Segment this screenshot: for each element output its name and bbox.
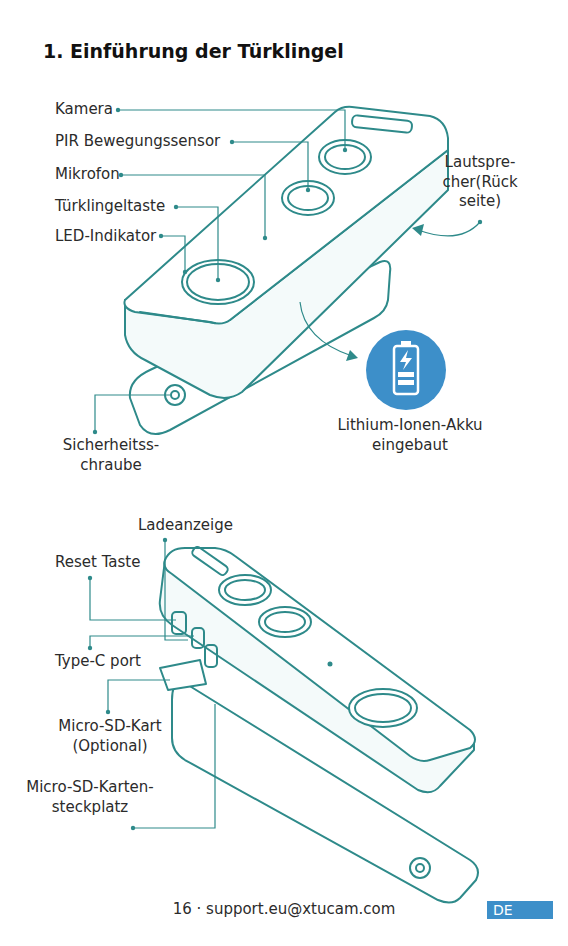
part-label: Kamera <box>55 100 113 120</box>
part-label: Lautspre- cher(Rück seite) <box>432 153 528 212</box>
part-label: Micro-SD-Karten- steckplatz <box>14 778 166 817</box>
part-label: Sicherheitss- chraube <box>50 436 172 475</box>
part-label: PIR Bewegungssensor <box>55 132 220 152</box>
part-label: Type-C port <box>55 652 141 672</box>
language-tag: DE <box>487 901 553 919</box>
page-footer: 16 · support.eu@xtucam.com <box>84 900 484 920</box>
part-label: Mikrofon <box>55 165 120 185</box>
part-label: Micro-SD-Kart (Optional) <box>44 717 176 756</box>
section-title: 1. Einführung der Türklingel <box>43 40 344 62</box>
part-label: Reset Taste <box>55 553 140 573</box>
part-label: Ladeanzeige <box>138 516 233 536</box>
part-label: Türklingeltaste <box>55 197 165 217</box>
part-label: LED-Indikator <box>55 227 156 247</box>
part-label: Lithium-Ionen-Akku eingebaut <box>318 416 502 455</box>
